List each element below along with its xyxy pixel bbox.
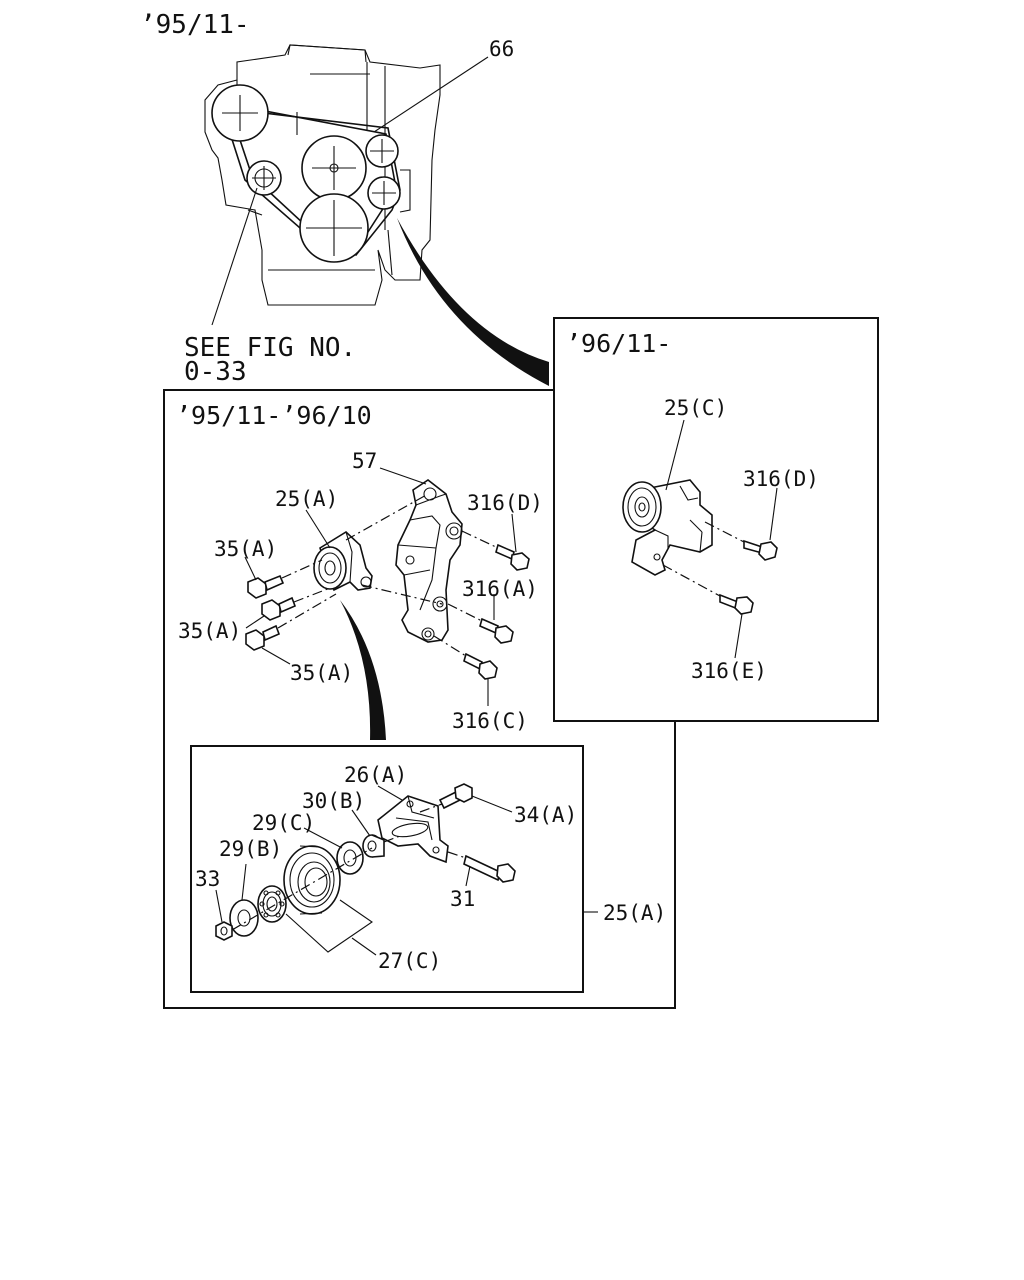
label-35a-2: 35(A) <box>178 619 241 643</box>
leader-35a-1 <box>244 556 257 581</box>
bolt-316d-early <box>495 543 530 571</box>
label-34a: 34(A) <box>514 803 577 827</box>
label-316c-early: 316(C) <box>452 709 528 733</box>
washer-29b-part <box>229 899 259 937</box>
leader-26a <box>377 785 403 801</box>
leader-25c <box>665 419 685 491</box>
bolt-34a-part <box>438 783 473 810</box>
screw-35a-2 <box>261 596 297 621</box>
label-316e-late: 316(E) <box>691 659 767 683</box>
tensioner-25c-part <box>622 479 713 576</box>
label-316d-early: 316(D) <box>467 491 543 515</box>
collar-30b-part <box>362 834 385 858</box>
leader-66 <box>373 56 489 133</box>
washer-29c-part <box>336 841 364 875</box>
label-29c: 29(C) <box>252 811 315 835</box>
label-31: 31 <box>450 887 475 911</box>
see-fig-label: SEE FIG NO. <box>184 333 356 363</box>
label-316a-early: 316(A) <box>462 577 538 601</box>
label-26a: 26(A) <box>344 763 407 787</box>
leader-57 <box>379 467 427 485</box>
callout-swoosh-late <box>397 218 549 386</box>
leader-25a <box>305 509 331 549</box>
label-belt-66: 66 <box>489 37 514 61</box>
screw-35a-1 <box>247 574 285 599</box>
leader-31 <box>465 865 471 887</box>
label-35a-1: 35(A) <box>214 537 277 561</box>
leader-27c <box>285 899 373 953</box>
label-30b: 30(B) <box>302 789 365 813</box>
bolt-316d-late <box>743 539 778 561</box>
leader-316e-late <box>734 613 743 659</box>
label-27c: 27(C) <box>378 949 441 973</box>
leader-316d-early <box>511 513 517 553</box>
bolt-316e-late <box>719 593 754 615</box>
nut-33-part <box>215 921 233 941</box>
label-33: 33 <box>195 867 220 891</box>
bolt-31-part <box>463 854 516 883</box>
callout-swoosh-detail <box>340 600 386 740</box>
leader-316d-late <box>769 487 778 541</box>
bracket-26a-part <box>377 795 449 864</box>
tensioner-25a-part <box>313 530 373 592</box>
see-fig-number: 0-33 <box>184 357 247 387</box>
leader-33 <box>215 889 223 923</box>
panel-late-frame <box>553 317 879 722</box>
leader-35a-2 <box>245 615 265 629</box>
leader-29c <box>303 827 343 849</box>
leader-35a-3 <box>261 647 291 665</box>
label-35a-3: 35(A) <box>290 661 353 685</box>
panel-late-title: ’96/11- <box>566 329 671 358</box>
bolt-316c-early <box>463 652 498 680</box>
panel-early-title: ’95/11-’96/10 <box>176 401 372 430</box>
leader-34a <box>471 795 513 813</box>
label-29b: 29(B) <box>219 837 282 861</box>
label-25a-assembly: 25(A) <box>603 901 666 925</box>
header-date-label: ’95/11- <box>140 10 250 40</box>
label-25a: 25(A) <box>275 487 338 511</box>
label-57: 57 <box>352 449 377 473</box>
engine-pulleys <box>211 84 401 263</box>
detail-box-frame <box>190 745 584 993</box>
bearing-part <box>257 885 287 923</box>
screw-35a-3 <box>245 624 281 651</box>
pulley-part <box>283 845 341 915</box>
label-316d-late: 316(D) <box>743 467 819 491</box>
leader-see-fig <box>211 187 258 326</box>
bracket-57-part <box>395 479 463 643</box>
bolt-316a-early <box>479 617 514 644</box>
leader-30b <box>351 809 371 837</box>
leader-29b <box>241 863 247 901</box>
label-25c: 25(C) <box>664 396 727 420</box>
